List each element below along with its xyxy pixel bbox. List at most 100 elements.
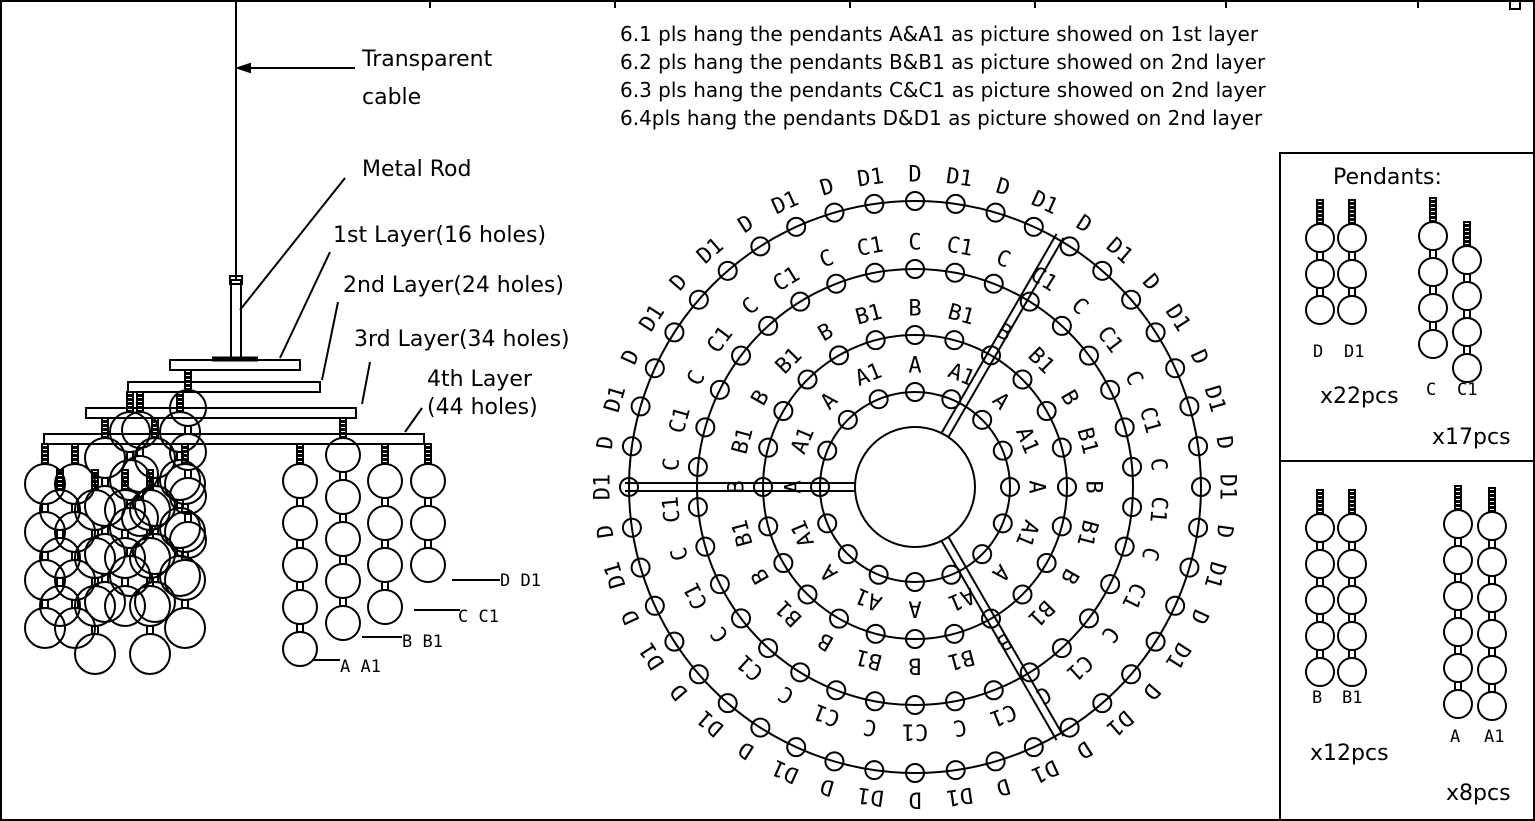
link-bead [1348, 577, 1356, 587]
link-bead [339, 555, 347, 565]
chain-bead [1488, 495, 1496, 500]
hole-label: A1 [852, 359, 886, 392]
pendant-legend [1279, 152, 1535, 821]
chain-bead [1454, 485, 1462, 490]
hole [1019, 662, 1040, 683]
link-bead [1348, 251, 1356, 261]
hole [945, 262, 966, 283]
chain-bead [1316, 505, 1324, 510]
hole-label: C1 [1116, 578, 1150, 613]
side-pendant [367, 443, 403, 625]
layer-4-label-b: (44 holes) [427, 395, 538, 420]
chain-bead [184, 381, 192, 386]
hole [750, 717, 771, 738]
chain-bead [1348, 207, 1356, 212]
note-4: 6.4pls hang the pendants D&D1 as picture… [620, 106, 1263, 130]
side-pendant [325, 417, 361, 641]
chain-bead [71, 455, 79, 460]
crystal-ball [1337, 223, 1367, 253]
chain-bead [71, 443, 79, 448]
link-bead [1454, 609, 1462, 619]
chain-bead [101, 421, 109, 426]
chain-bead [56, 477, 64, 482]
chain-bead [1463, 229, 1471, 234]
hole [1165, 358, 1186, 379]
hole [644, 358, 665, 379]
link-bead [1454, 537, 1462, 547]
hole [1023, 737, 1044, 758]
chain-bead [1463, 225, 1471, 230]
chain-bead [56, 485, 64, 490]
chain-bead [126, 391, 134, 396]
crystal-ball [1477, 691, 1507, 721]
hole [1078, 608, 1099, 629]
hole [1092, 693, 1113, 714]
ring-4 [628, 200, 1202, 774]
hole-label: B [1055, 386, 1083, 410]
chain-bead [126, 407, 134, 412]
hole [1145, 631, 1166, 652]
hole-label: D [1137, 269, 1165, 295]
hole-label: D [593, 523, 620, 540]
hole [1051, 437, 1072, 458]
chain-bead [1348, 501, 1356, 506]
chain-bead [424, 455, 432, 460]
chain-bead [101, 429, 109, 434]
hole [687, 497, 708, 518]
link-bead [56, 577, 64, 587]
hole [1145, 322, 1166, 343]
pendant-label-d: D D1 [500, 571, 541, 591]
hole-label: C1 [1144, 495, 1171, 524]
hole [773, 401, 794, 421]
hole [758, 437, 779, 458]
hole-label: D [993, 174, 1013, 202]
chain-bead [176, 403, 184, 408]
ring-2 [762, 334, 1068, 640]
side-pendant [104, 469, 146, 627]
legend-pendant [1418, 197, 1448, 359]
hole [664, 631, 685, 652]
crystal-ball [367, 547, 403, 583]
hole-label: A [987, 559, 1014, 586]
layer-1-label: 1st Layer(16 holes) [333, 223, 546, 248]
hole [1165, 595, 1186, 616]
chain-bead [71, 451, 79, 456]
hole-label: D [1185, 346, 1213, 368]
crystal-ball [325, 521, 361, 557]
hole-label: A [1024, 480, 1049, 493]
hole [1023, 216, 1044, 237]
chain-bead [381, 459, 389, 464]
hole-label: B1 [771, 343, 807, 379]
crystal-ball [39, 585, 81, 627]
chain-bead [136, 391, 144, 396]
hole-label: D1 [1027, 754, 1061, 788]
chain-bead [1429, 213, 1437, 218]
chain-bead [1316, 199, 1324, 204]
spoke-edge [947, 237, 1065, 438]
chain-bead [56, 473, 64, 478]
layer-4-label-a: 4th Layer [427, 367, 533, 392]
hole [786, 737, 807, 758]
hole [1051, 516, 1072, 537]
hole-label: B1 [853, 300, 885, 331]
link-bead [41, 599, 49, 609]
crystal-ball [410, 547, 446, 583]
crystal-ball [1305, 657, 1335, 687]
link-bead [1488, 575, 1496, 585]
layer-1-plate [169, 359, 301, 371]
hole [905, 572, 925, 592]
chain-bead [1463, 237, 1471, 242]
legend-b-qty: x12pcs [1310, 741, 1389, 766]
hole [786, 216, 807, 237]
legend-c-left: C [1426, 380, 1436, 400]
hole-label: C1 [945, 232, 976, 261]
hole [709, 574, 730, 595]
hole [709, 379, 730, 400]
hole-label: C [659, 457, 685, 473]
hole-label: B1 [1071, 517, 1102, 549]
chain-bead [1348, 219, 1356, 224]
chain-bead [126, 403, 134, 408]
chain-bead [1454, 501, 1462, 506]
chain-bead [1454, 489, 1462, 494]
link-bead [1488, 683, 1496, 693]
